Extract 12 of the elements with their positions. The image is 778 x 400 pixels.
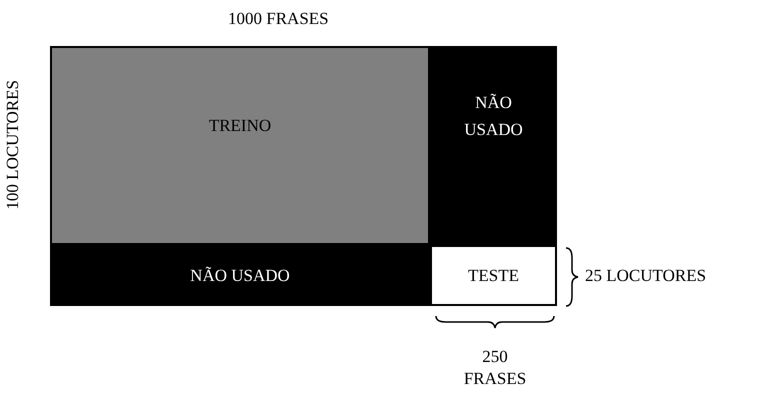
outlined-region <box>430 245 557 306</box>
filled-region <box>430 46 557 245</box>
region-label: NÃO USADO <box>190 265 290 287</box>
filled-region <box>50 245 430 306</box>
dimension-label: 25 LOCUTORES <box>585 265 706 287</box>
region-label: TESTE <box>468 265 519 287</box>
region-label: NÃO USADO <box>463 92 524 140</box>
region-label: TREINO <box>208 115 272 137</box>
dimension-label: 250 FRASES <box>462 346 528 390</box>
shaded-region <box>50 46 430 245</box>
dimension-label: 100 LOCUTORES <box>2 80 23 210</box>
dimension-label: 1000 FRASES <box>228 8 329 30</box>
